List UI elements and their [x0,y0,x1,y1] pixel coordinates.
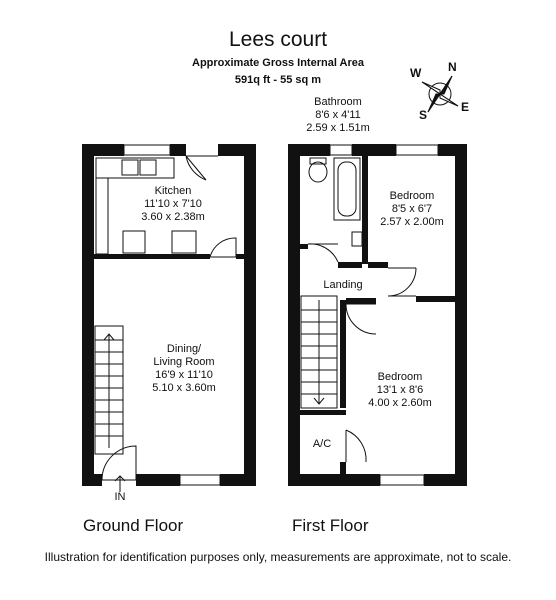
ground-floor-windows [123,144,221,486]
entrance-label: IN [114,491,126,503]
bathroom-fittings [308,157,363,247]
plan-area: 591q ft - 55 sq m [234,74,322,86]
plan-title: Lees court [228,28,328,51]
compass-north-label: N [448,60,457,74]
landing-label: Landing [323,279,363,291]
disclaimer-text: Illustration for identification purposes… [44,550,512,564]
first-floor-windows [329,144,439,486]
ac-label: A/C [312,438,332,450]
first-floor-label: First Floor [292,516,369,535]
bedroom-1-imperial: 8'5 x 6'7 [391,203,433,215]
bedroom-1-metric: 2.57 x 2.00m [380,216,444,228]
bedroom-2-name: Bedroom [377,371,423,383]
bedroom-2-label: Bedroom 13'1 x 8'6 4.00 x 2.60m [350,371,450,410]
kitchen-fittings [95,157,197,255]
compass-east-label: E [461,100,470,114]
living-room-name-2: Living Room [153,356,215,368]
compass-west-label: W [410,66,422,80]
bedroom-2-imperial: 13'1 x 8'6 [376,384,424,396]
entrance-arrow-icon [114,475,126,492]
ground-floor-stairs [94,325,124,455]
kitchen-name: Kitchen [154,185,192,197]
ground-floor-label: Ground Floor [83,516,184,535]
bedroom-1-label: Bedroom 8'5 x 6'7 2.57 x 2.00m [370,190,454,229]
compass-rose-icon [421,75,459,113]
bathroom-name: Bathroom [314,96,362,108]
kitchen-label: Kitchen 11'10 x 7'10 3.60 x 2.38m [110,185,236,224]
first-floor-stairs [300,295,338,409]
bathroom-label: Bathroom 8'6 x 4'11 2.59 x 1.51m [285,96,391,135]
plan-subtitle: Approximate Gross Internal Area [192,57,364,69]
bathroom-metric: 2.59 x 1.51m [306,122,370,134]
kitchen-imperial: 11'10 x 7'10 [144,198,202,210]
first-floor-walls [288,144,467,486]
kitchen-metric: 3.60 x 2.38m [141,211,205,223]
compass-south-label: S [419,108,428,122]
ground-floor-doors [101,155,237,481]
living-room-name-1: Dining/ [166,343,202,355]
ground-floor-walls [82,144,256,486]
first-floor-doors [307,243,417,463]
living-room-imperial: 16'9 x 11'10 [155,369,213,381]
living-room-metric: 5.10 x 3.60m [152,382,216,394]
bedroom-1-name: Bedroom [389,190,435,202]
living-room-label: Dining/ Living Room 16'9 x 11'10 5.10 x … [124,343,244,395]
bedroom-2-metric: 4.00 x 2.60m [368,397,432,409]
bathroom-imperial: 8'6 x 4'11 [315,109,361,121]
